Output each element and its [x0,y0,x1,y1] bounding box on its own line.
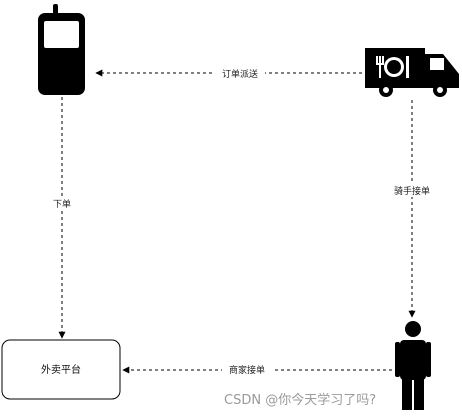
edge-merchant-accept-label: 商家接单 [229,364,265,376]
watermark-text: CSDN @你今天学习了吗? [224,392,376,408]
edge-order-dispatch: 订单派送 [95,66,362,80]
edge-place-order: 下单 [49,97,75,339]
edge-order-dispatch-label: 订单派送 [222,68,258,80]
edge-merchant-accept: 商家接单 [122,363,392,376]
node-platform-label: 外卖平台 [41,363,81,376]
edge-rider-accept: 骑手接单 [387,100,437,318]
edge-rider-accept-label: 骑手接单 [394,185,430,197]
node-platform: 外卖平台 [1,339,121,400]
mobile-phone-icon [38,4,85,95]
edge-place-order-label: 下单 [53,198,71,210]
person-icon [395,321,431,410]
food-truck-icon [365,48,459,97]
